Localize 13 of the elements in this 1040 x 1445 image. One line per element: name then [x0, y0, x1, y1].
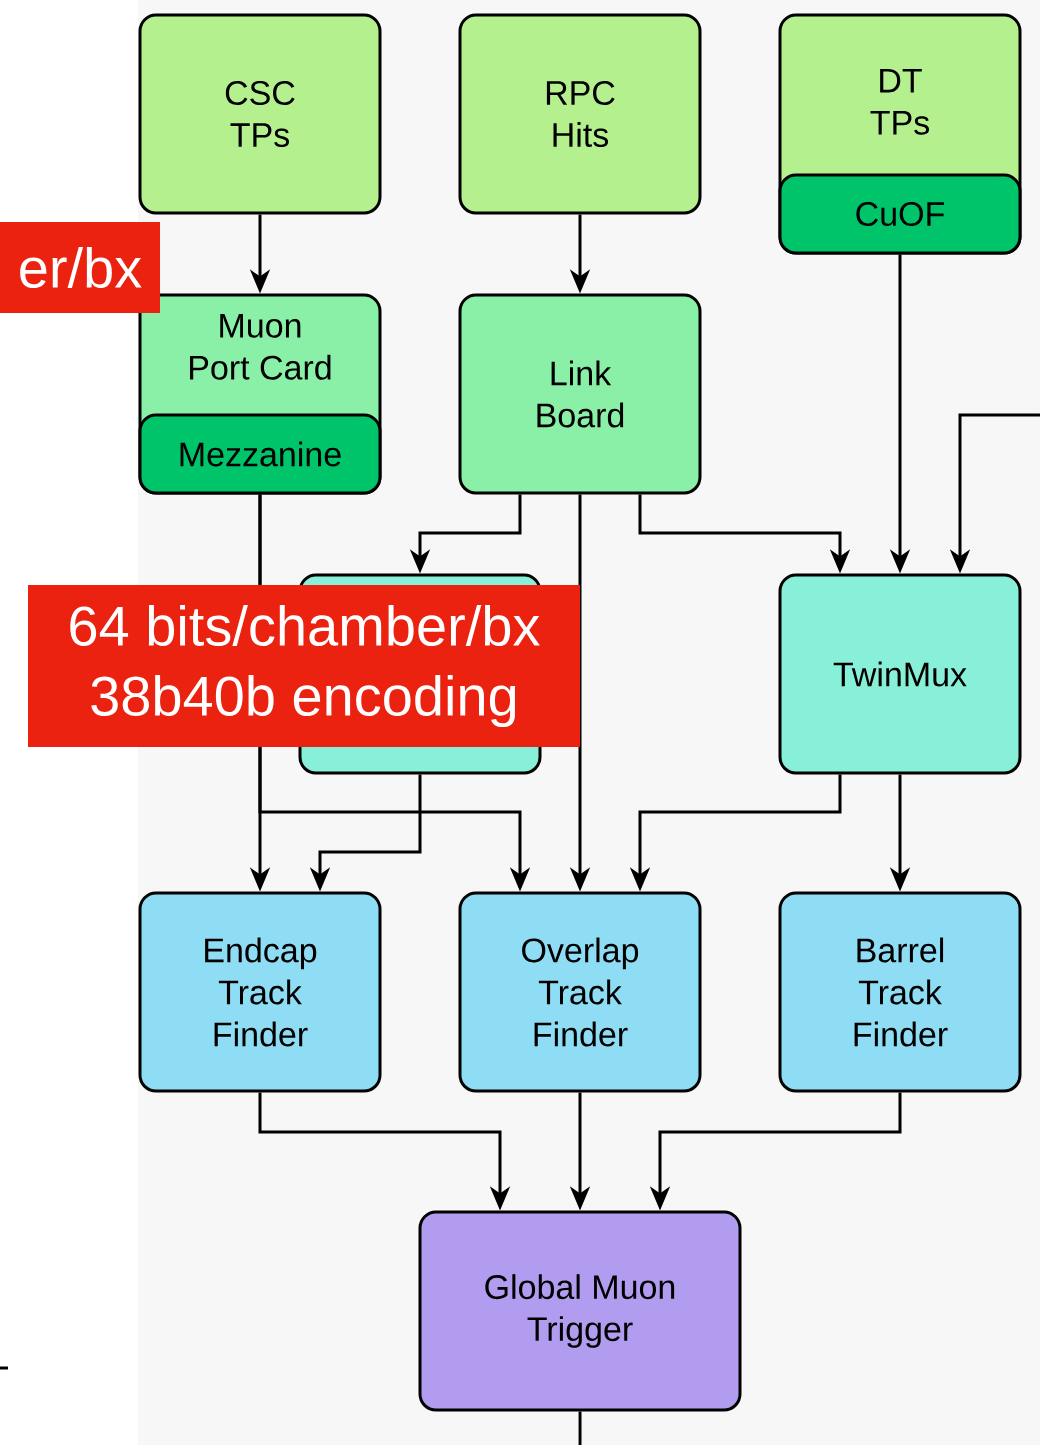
annotation-box: 64 bits/chamber/bx 38b40b encoding [28, 585, 580, 747]
process-box: Endcap Track Finder [138, 891, 382, 1093]
connector-line [578, 1411, 582, 1445]
label-band: CuOF [778, 173, 1022, 255]
process-box: RPC Hits [458, 13, 702, 215]
annotation-box: er/bx [0, 222, 160, 313]
process-box: Barrel Track Finder [778, 891, 1022, 1093]
process-box: Overlap Track Finder [458, 891, 702, 1093]
process-box: TwinMux [778, 573, 1022, 775]
process-box: Global Muon Trigger [418, 1210, 742, 1412]
label-band: Mezzanine [138, 413, 382, 495]
process-box: CSC TPs [138, 13, 382, 215]
process-box: Link Board [458, 293, 702, 495]
